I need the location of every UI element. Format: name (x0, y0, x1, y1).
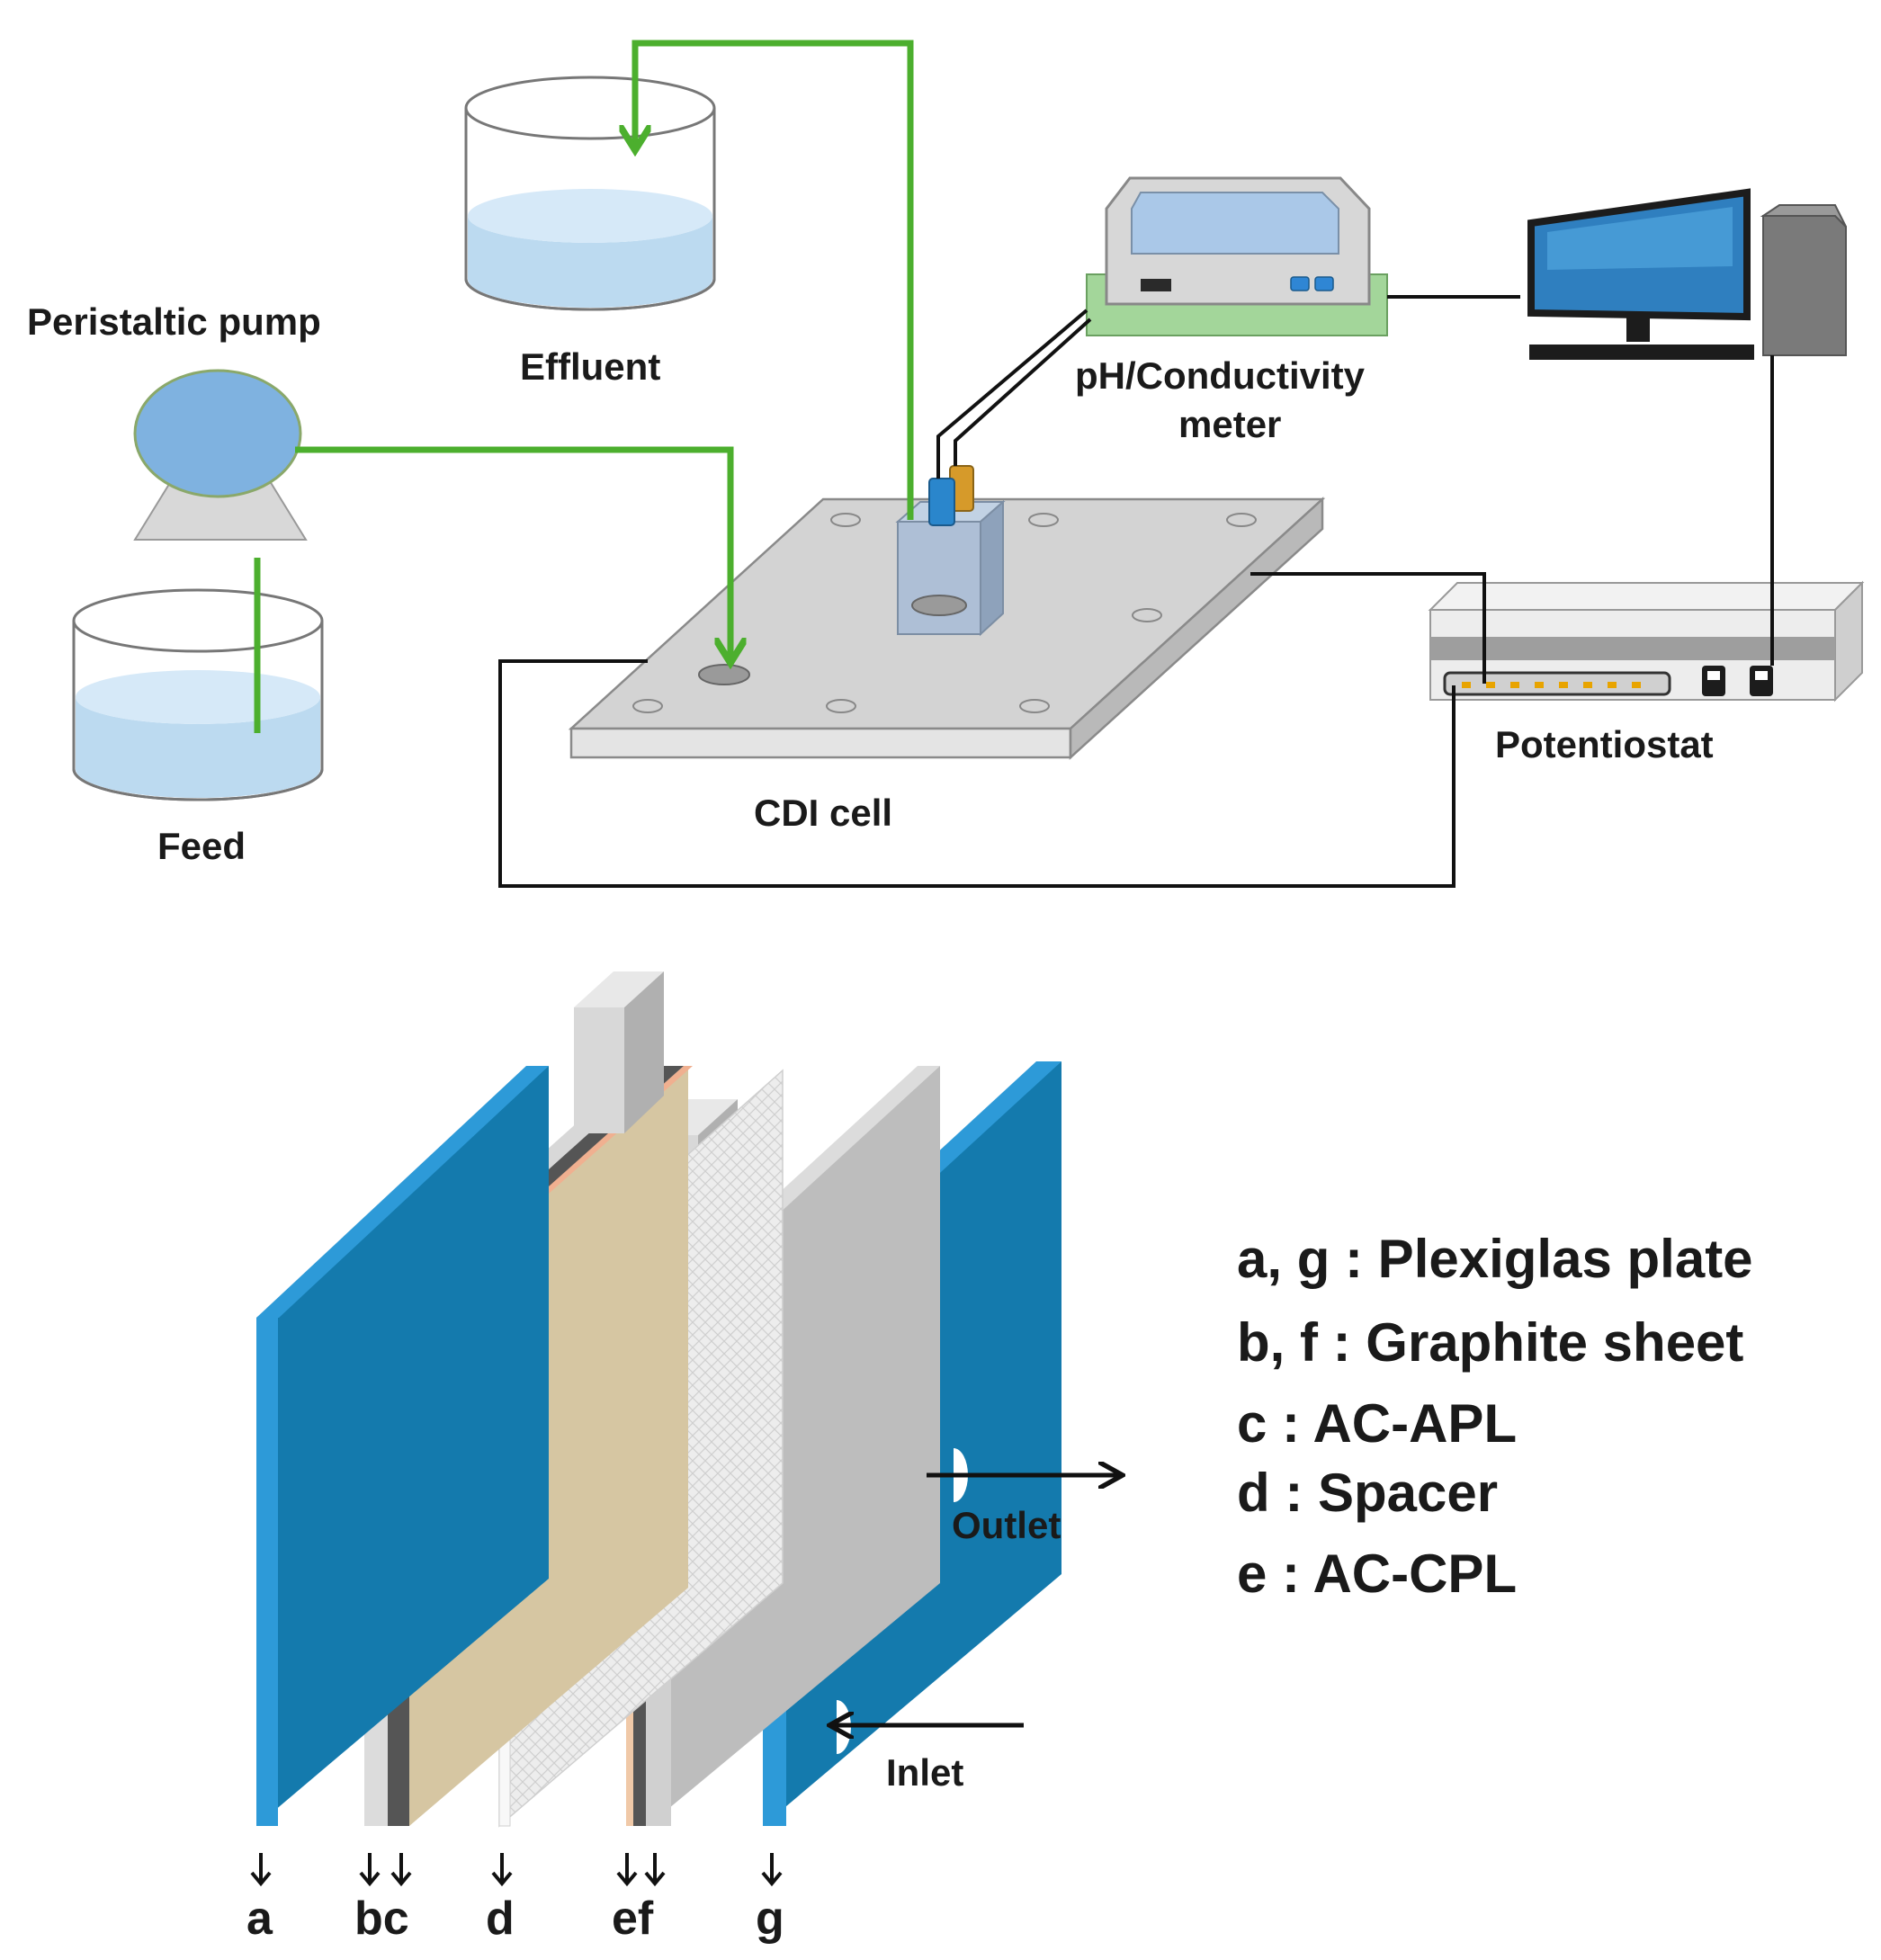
legend-item: b, f : Graphite sheet (1237, 1312, 1743, 1373)
legend: a, g : Plexiglas plate b, f : Graphite s… (1237, 1229, 1753, 1604)
legend-item: c : AC-APL (1237, 1393, 1517, 1454)
peristaltic-pump (133, 369, 308, 541)
ph-probe (928, 478, 955, 526)
probe-block (895, 465, 1006, 637)
outlet-label: Outlet (952, 1504, 1061, 1546)
cdi-cell-label: CDI cell (754, 792, 892, 834)
legend-item: d : Spacer (1237, 1463, 1498, 1523)
layer-pointer-arrows (250, 1853, 783, 1887)
legend-item: a, g : Plexiglas plate (1237, 1229, 1753, 1289)
potentiostat-pins (1462, 682, 1641, 688)
tubing (254, 40, 914, 733)
potentiostat-label: Potentiostat (1495, 723, 1714, 765)
layer-letter-d: d (486, 1893, 515, 1945)
ph-meter-label-line1: pH/Conductivity (1075, 354, 1366, 397)
legend-item: e : AC-CPL (1237, 1544, 1517, 1604)
cell-inlet-port (698, 664, 750, 685)
effluent-label: Effluent (520, 345, 660, 388)
layer-letter-ef: ef (612, 1893, 654, 1945)
ph-conductivity-meter (1086, 176, 1388, 336)
ph-meter-label-line2: meter (1178, 403, 1281, 445)
feed-beaker (72, 588, 324, 801)
effluent-beaker (464, 76, 716, 311)
computer (1527, 188, 1847, 360)
cell-screw-holes (632, 513, 1257, 713)
cell-to-effluent-tube (635, 40, 914, 520)
peristaltic-pump-label: Peristaltic pump (27, 300, 321, 343)
layer-letter-g: g (756, 1893, 784, 1945)
feed-label: Feed (157, 825, 246, 867)
layer-letter-a: a (246, 1893, 273, 1945)
layer-letter-bc: bc (354, 1893, 409, 1945)
wiring (498, 295, 1774, 888)
layer-a-plexiglas (256, 1066, 549, 1826)
probe-to-meter-wire (936, 309, 1088, 479)
cell-to-potentiostat-wire (1250, 572, 1486, 684)
pump-to-cell-tube (295, 446, 730, 657)
potentiostat (1428, 580, 1865, 703)
inlet-label: Inlet (886, 1751, 963, 1794)
cell-loop-wire (498, 659, 1456, 888)
